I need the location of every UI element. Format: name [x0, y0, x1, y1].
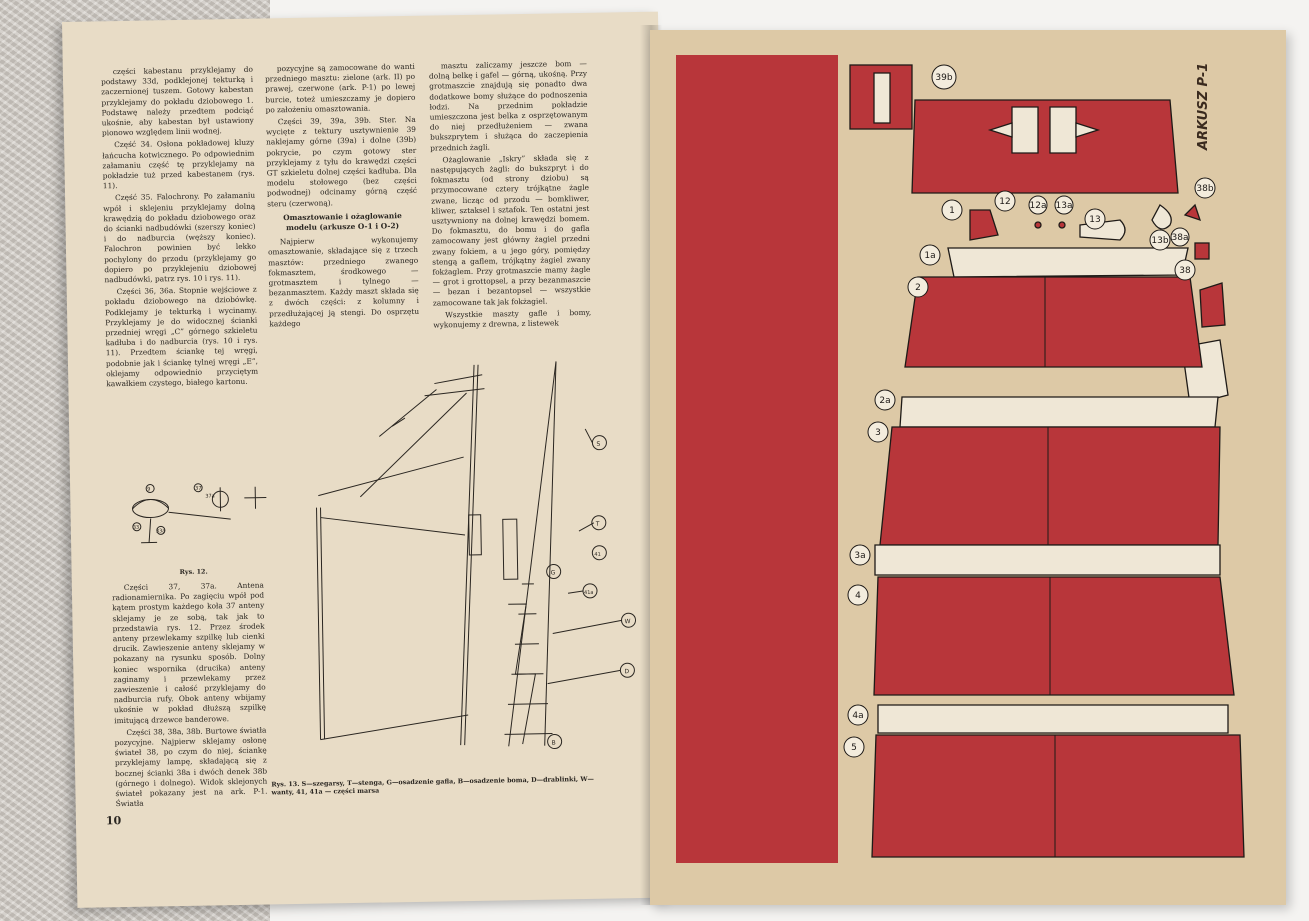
paragraph: Wszystkie maszty gafle i bomy, wykonujem…	[433, 307, 592, 330]
fig13-label: S	[596, 441, 600, 448]
paragraph: części kabestanu przyklejamy do podstawy…	[100, 64, 254, 138]
part-label: 3a	[854, 551, 865, 561]
section-heading: Omasztowanie i ożaglowanie modelu (arkus…	[283, 210, 402, 233]
red-panel	[676, 55, 838, 863]
part-label: 2a	[879, 396, 890, 406]
text-column-4: Części 37, 37a. Antena radionamiernika. …	[112, 581, 268, 812]
part-label: 12a	[1030, 201, 1047, 211]
cutout-parts-sheet: 39b 1 12 12a 13a 13 13b 38a 38b 38 1a 2 …	[843, 64, 1245, 858]
part-label: 39b	[935, 73, 952, 83]
text-column-2: pozycyjne są zamocowane do wanti przedni…	[265, 62, 420, 332]
paragraph: Najpierw wykonujemy omasztowanie, składa…	[267, 235, 420, 329]
paragraph: masztu zaliczamy jeszcze bom — dolną bel…	[428, 58, 589, 153]
paragraph: Część 35. Falochrony. Po załamaniu wpół …	[103, 191, 257, 285]
part-label: 4a	[852, 711, 863, 721]
figure-12-caption: Rys. 12.	[179, 567, 208, 577]
part-label: 12	[999, 197, 1010, 207]
part-label: 1	[949, 206, 955, 216]
part-label: 38b	[1196, 184, 1213, 194]
sheet-title: ARKUSZ P-1	[1196, 62, 1211, 150]
fig12-label: 37a	[205, 493, 215, 499]
paragraph: Części 38, 38a, 38b. Burtowe światła poz…	[114, 725, 268, 809]
part-label: 4	[855, 591, 861, 601]
fig12-label: 37	[195, 486, 201, 492]
fig13-label: G	[551, 569, 556, 576]
page-number: 10	[105, 814, 122, 828]
part-label: 1a	[924, 251, 935, 261]
fig12-label: 33	[133, 525, 139, 531]
part-label: 13	[1089, 215, 1100, 225]
paragraph: Ożaglowanie „Iskry” składa się z następu…	[430, 152, 591, 308]
left-page: części kabestanu przyklejamy do podstawy…	[62, 11, 674, 908]
paragraph: Części 39, 39a, 39b. Ster. Na wycięte z …	[265, 114, 418, 209]
part-label: 38a	[1172, 233, 1189, 243]
paragraph: pozycyjne są zamocowane do wanti przedni…	[264, 61, 416, 115]
paragraph: Część 34. Osłona pokładowej kluzy łańcuc…	[102, 138, 255, 191]
part-label: 3	[875, 428, 881, 438]
fig13-label: W	[624, 618, 630, 625]
text-column-3: masztu zaliczamy jeszcze bom — dolną bel…	[429, 59, 592, 333]
part-label: 38	[1179, 266, 1191, 276]
part-label: 2	[915, 283, 921, 293]
paragraph: Części 37, 37a. Antena radionamiernika. …	[111, 580, 267, 725]
paragraph: Części 36, 36a. Stopnie wejściowe z pokł…	[104, 284, 259, 389]
fig13-label: 41a	[584, 590, 594, 596]
fig13-label: B	[552, 739, 556, 746]
part-label: 13b	[1151, 236, 1168, 246]
figure-13-caption: Rys. 13. S—szegarsy, T—stenga, G—osadzen…	[271, 774, 594, 797]
text-column-1: części kabestanu przyklejamy do podstawy…	[101, 65, 259, 392]
fig12-label: 9	[147, 487, 150, 493]
part-label: 13a	[1056, 201, 1073, 211]
fig12-label: 33a	[156, 528, 166, 534]
part-label: 5	[851, 743, 857, 753]
fig13-label: T	[595, 521, 600, 528]
fig13-label: D	[624, 668, 629, 675]
figure-13-masts: S T G 41 41a W D B	[316, 361, 637, 750]
fig13-label: 41	[594, 552, 600, 558]
figure-12-antenna: 9 37 33 33a 37a	[132, 483, 267, 544]
